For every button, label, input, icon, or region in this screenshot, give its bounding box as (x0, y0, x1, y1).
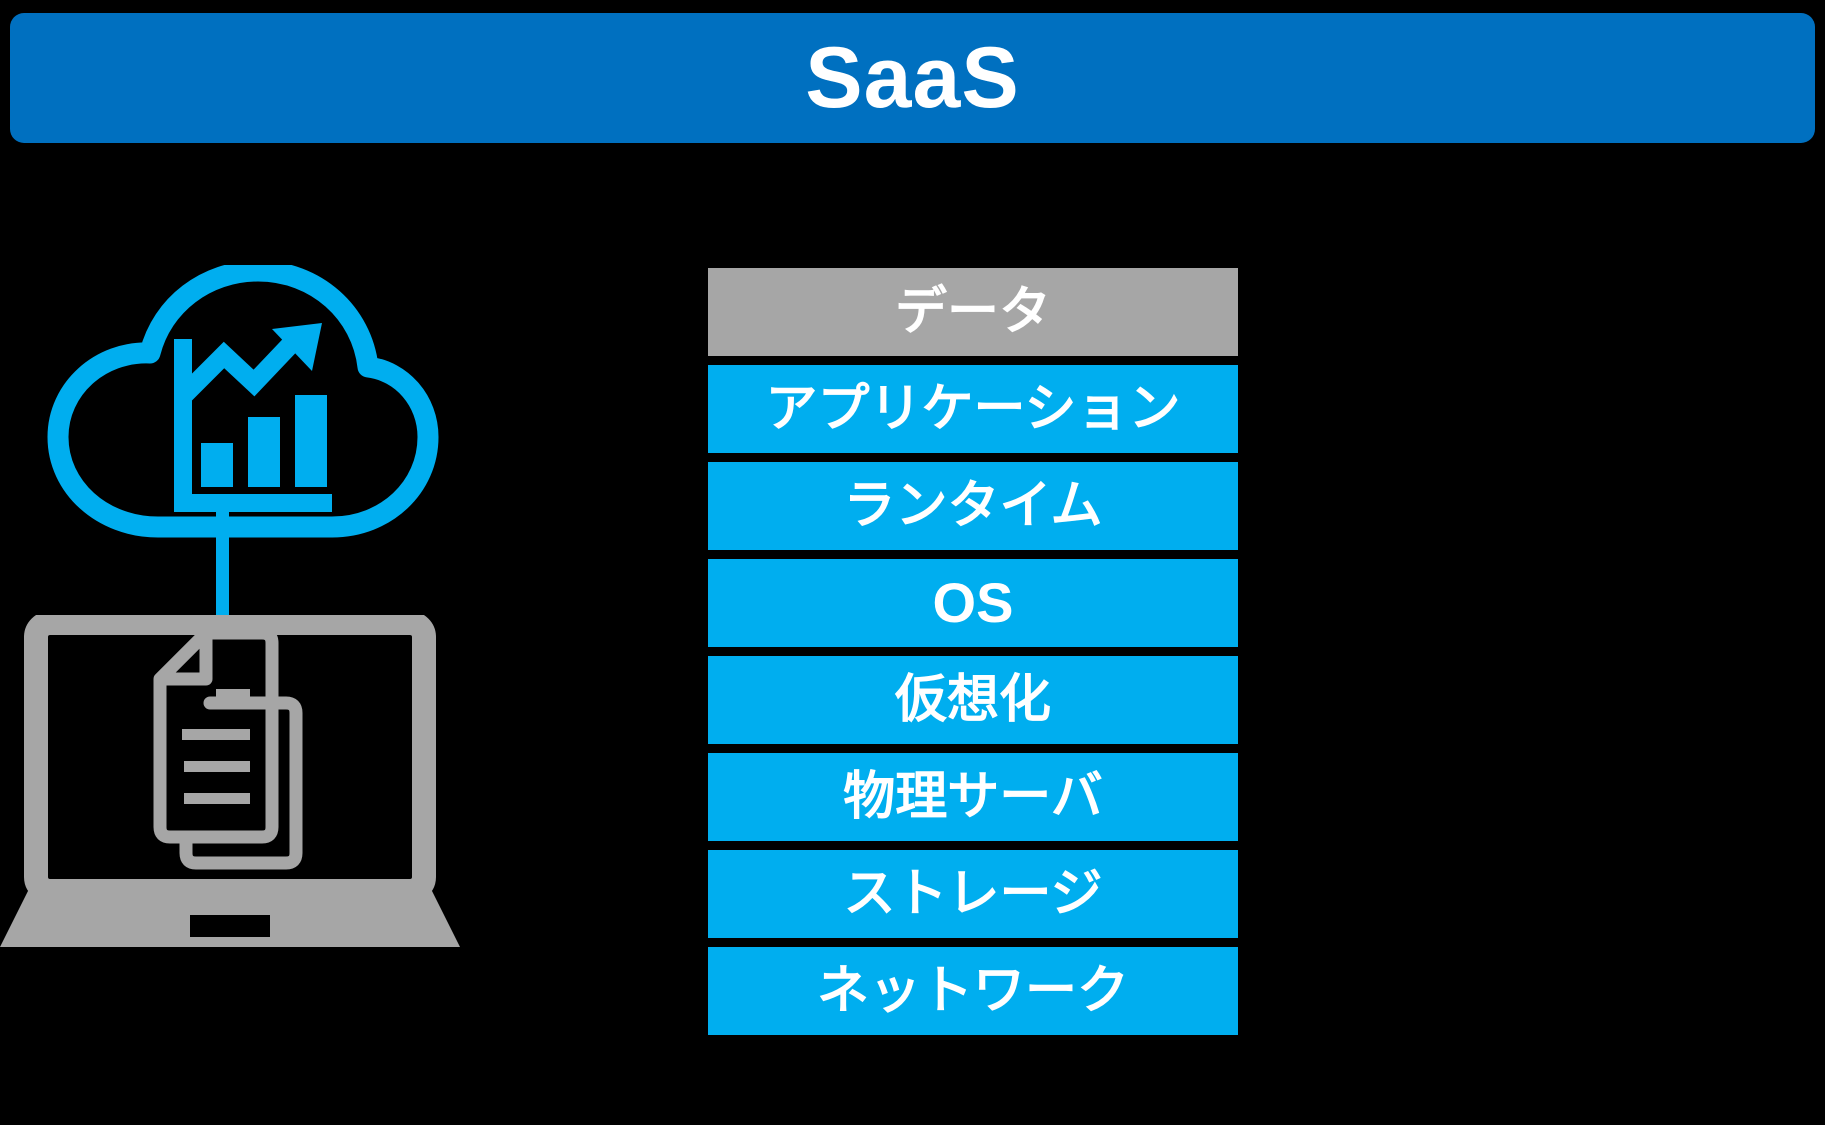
service-stack-table: データ アプリケーション ランタイム OS 仮想化 物理サーバ ストレージ ネッ… (708, 268, 1238, 1035)
document-back (179, 696, 303, 870)
stack-row: ランタイム (708, 462, 1238, 550)
chart-x-axis (174, 494, 332, 512)
document-front (153, 626, 279, 844)
chart-trend-arrowhead (272, 323, 322, 371)
left-illustration-group (0, 255, 470, 1125)
cloud-outline-path (47, 260, 439, 538)
page-title: SaaS (805, 30, 1020, 126)
stack-row: データ (708, 268, 1238, 356)
stack-row: ストレージ (708, 850, 1238, 938)
document-text-line-4 (184, 793, 250, 804)
chart-bar-2 (248, 417, 280, 487)
stack-row: 物理サーバ (708, 753, 1238, 841)
stack-row-label: ストレージ (843, 865, 1103, 923)
stack-row: アプリケーション (708, 365, 1238, 453)
stack-row-label: 仮想化 (894, 671, 1051, 729)
stack-row-label: ネットワーク (816, 962, 1129, 1020)
chart-bar-1 (201, 443, 233, 487)
document-fold-corner (160, 633, 213, 686)
document-text-line-3 (184, 761, 250, 772)
stack-row-label: アプリケーション (765, 380, 1181, 438)
chart-bar-3 (295, 395, 327, 487)
stack-row-label: データ (894, 283, 1051, 341)
stack-row: 仮想化 (708, 656, 1238, 744)
stack-row-label: ランタイム (843, 477, 1103, 535)
stack-row-label: 物理サーバ (843, 768, 1103, 826)
cloud-to-laptop-connector (216, 510, 229, 630)
stack-row: ネットワーク (708, 947, 1238, 1035)
document-text-line-1 (216, 689, 250, 700)
stack-row: OS (708, 559, 1238, 647)
stack-row-label: OS (932, 571, 1014, 634)
laptop-screen-bezel (24, 611, 436, 903)
cloud-analytics-svg (47, 260, 439, 538)
chart-y-axis (174, 339, 192, 512)
laptop-documents-icon (0, 611, 460, 955)
laptop-documents-svg (0, 611, 460, 947)
cloud-analytics-icon (40, 260, 440, 565)
saas-header-banner: SaaS (10, 13, 1815, 143)
laptop-trackpad (190, 915, 270, 937)
chart-trend-line (175, 336, 299, 404)
document-text-line-2 (182, 729, 250, 740)
